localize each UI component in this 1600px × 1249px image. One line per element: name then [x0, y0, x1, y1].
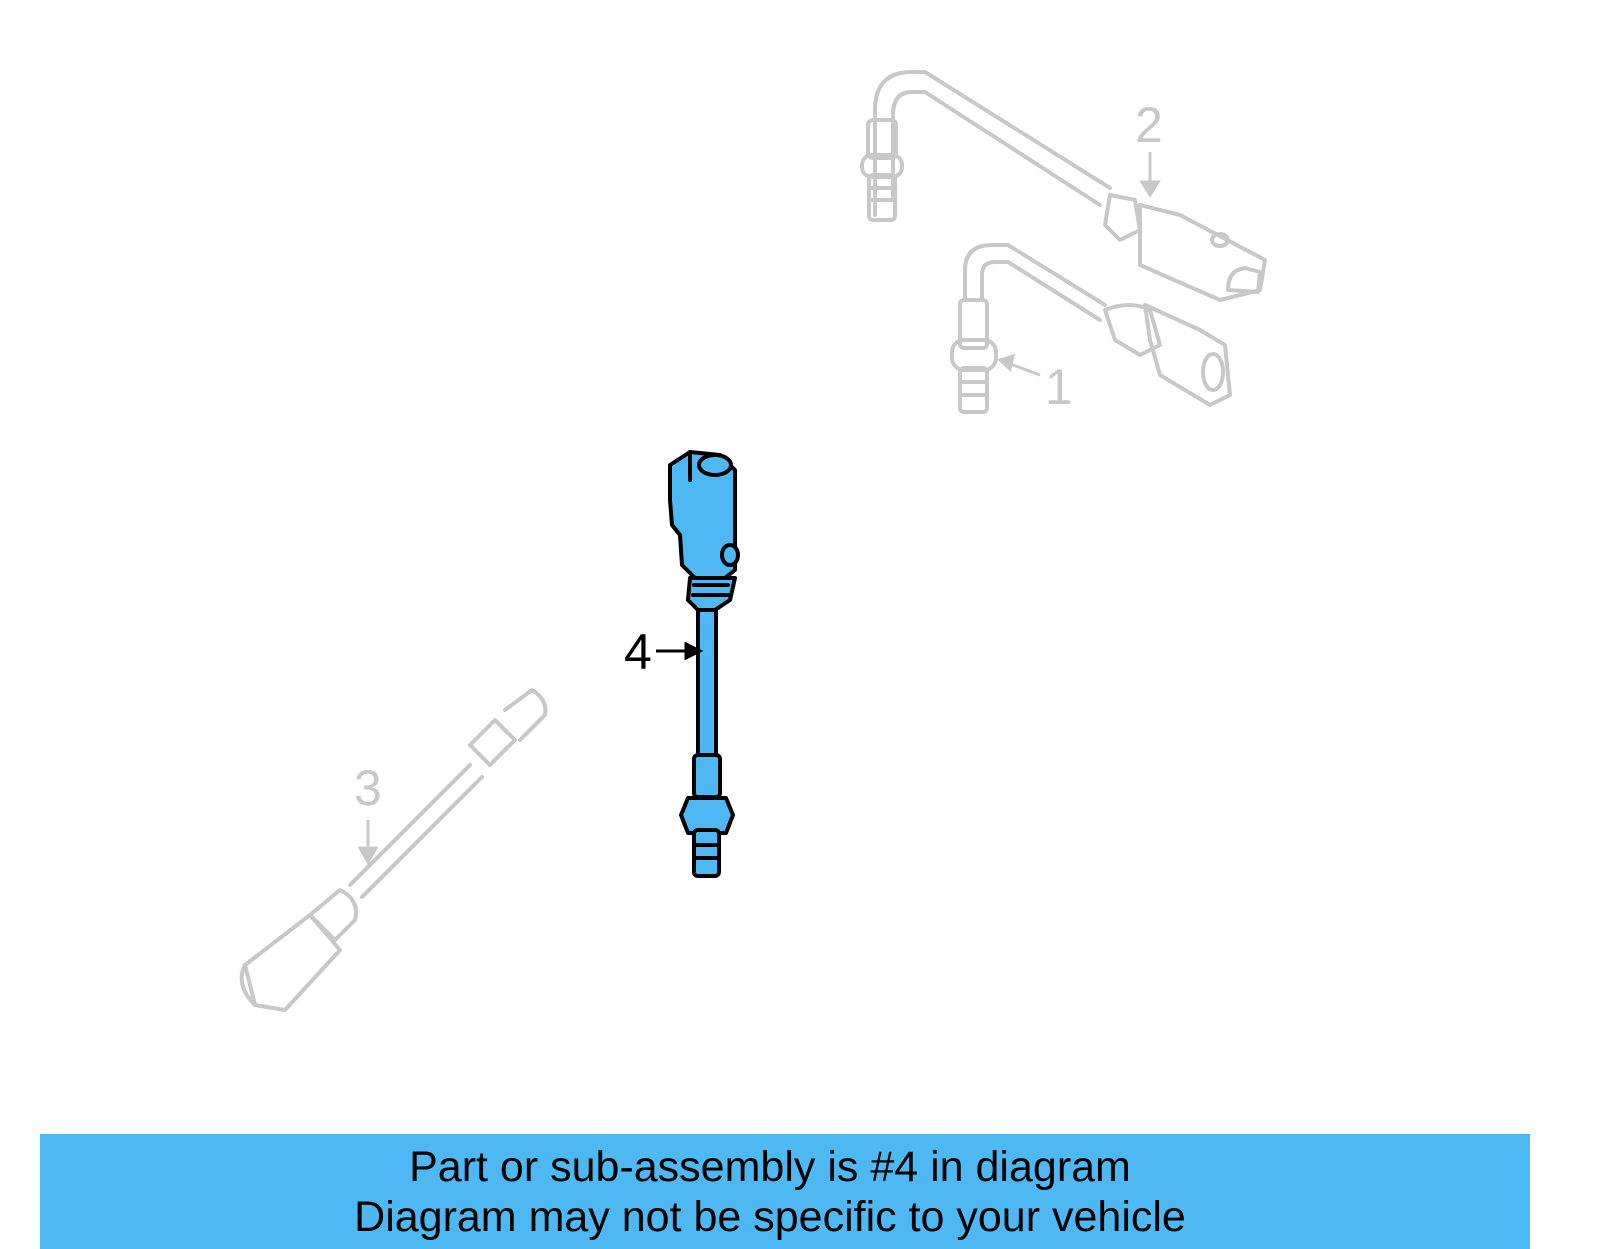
diagram-drawing [239, 70, 1267, 1012]
banner-disclaimer: Diagram may not be specific to your vehi… [354, 1193, 1186, 1241]
part-3-sensor [239, 688, 548, 1012]
parts-diagram: 2 1 3 4 [239, 70, 1267, 1012]
info-banner: Part or sub-assembly is #4 in diagram Di… [40, 1134, 1530, 1249]
callout-2[interactable]: 2 [1135, 97, 1163, 153]
part-2-sensor [860, 70, 1267, 302]
callout-arrows [357, 152, 1161, 866]
callout-3[interactable]: 3 [354, 760, 382, 816]
callout-4[interactable]: 4 [624, 624, 652, 680]
part-1-sensor [950, 243, 1232, 414]
banner-part-note: Part or sub-assembly is #4 in diagram [409, 1143, 1131, 1191]
part-4-sensor[interactable] [668, 450, 740, 878]
callout-1[interactable]: 1 [1045, 359, 1073, 415]
